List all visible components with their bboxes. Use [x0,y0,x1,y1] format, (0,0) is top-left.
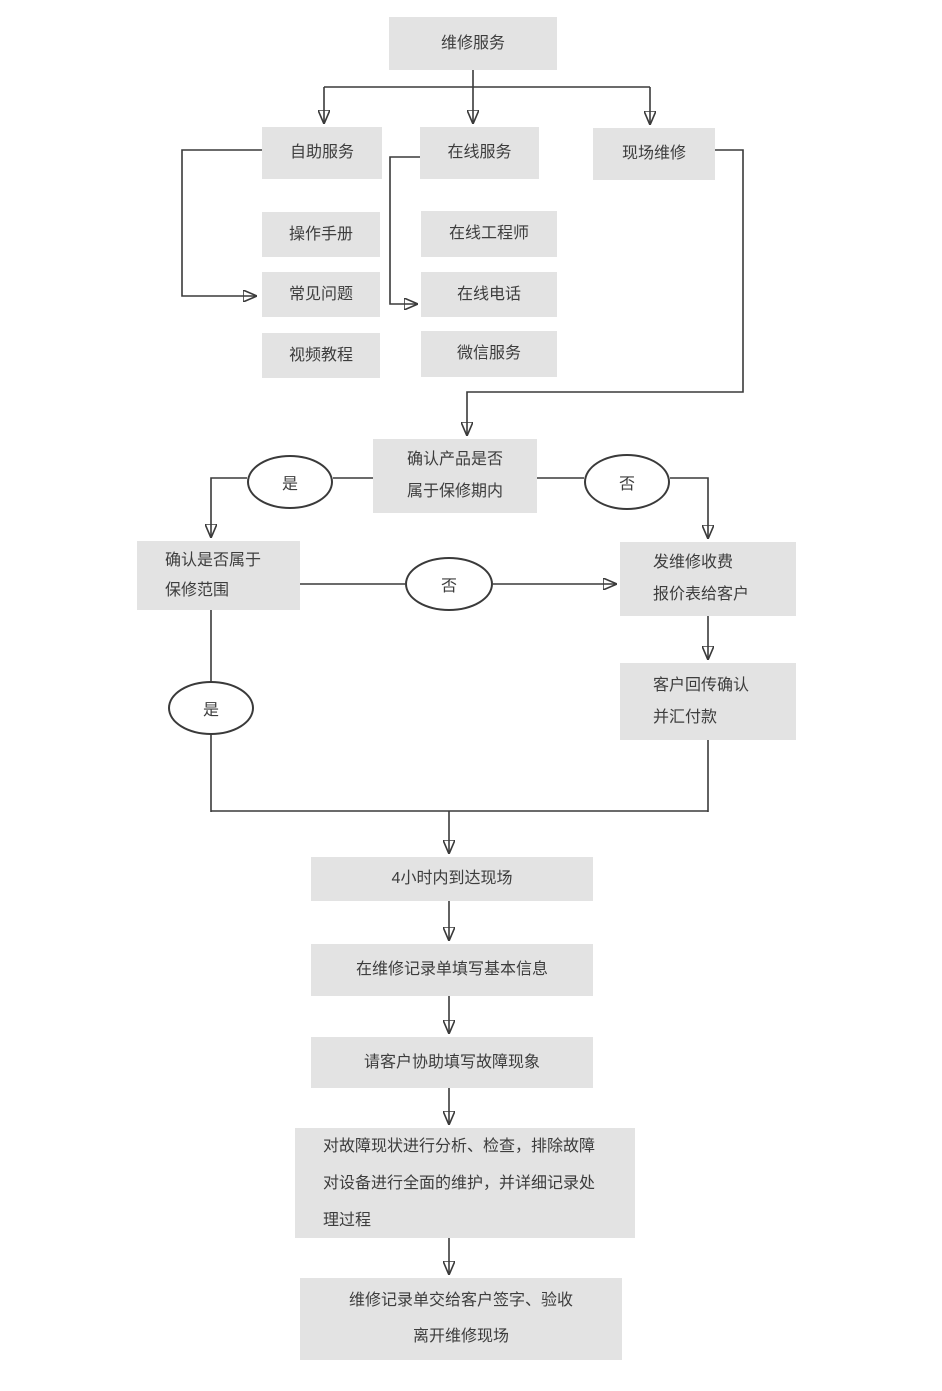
decision-label-no-top: 否 [584,454,670,510]
flow-node-analyze-and-repair: 对故障现状进行分析、检查，排除故障 对设备进行全面的维护，并详细记录处 理过程 [295,1128,635,1238]
connector-onsite-to-check-period [467,149,744,435]
flow-node-onsite-repair: 现场维修 [593,128,715,180]
flow-node-online-service: 在线服务 [420,127,539,179]
flow-node-repair-service: 维修服务 [389,17,557,70]
flow-node-customer-confirm-payment: 客户回传确认 并汇付款 [620,663,796,740]
flow-node-video-tutorial: 视频教程 [262,333,380,378]
flow-node-online-phone: 在线电话 [421,272,557,317]
flow-node-self-service: 自助服务 [262,127,382,179]
connector-online-service-bracket [389,156,420,304]
connector-yes1-to-check-scope [211,477,247,537]
flow-node-check-warranty-period: 确认产品是否 属于保修期内 [373,439,537,513]
flow-node-wechat-service: 微信服务 [421,331,557,377]
connector-self-service-bracket [181,149,262,296]
flow-node-faq: 常见问题 [262,272,380,317]
decision-label-yes-left: 是 [168,681,254,735]
flow-node-fill-basic-info: 在维修记录单填写基本信息 [311,944,593,996]
flow-node-sign-and-leave: 维修记录单交给客户签字、验收 离开维修现场 [300,1278,622,1360]
flow-node-fill-fault-description: 请客户协助填写故障现象 [311,1037,593,1088]
flow-node-online-engineer: 在线工程师 [421,211,557,257]
flow-node-check-warranty-scope: 确认是否属于 保修范围 [137,541,300,610]
connector-no1-to-send-quote [670,477,708,538]
flow-node-operation-manual: 操作手册 [262,212,380,257]
flow-node-arrive-within-4-hours: 4小时内到达现场 [311,857,593,901]
decision-label-yes-top: 是 [247,455,333,509]
decision-label-no-middle: 否 [405,557,493,611]
flow-node-send-fee-quote: 发维修收费 报价表给客户 [620,542,796,616]
